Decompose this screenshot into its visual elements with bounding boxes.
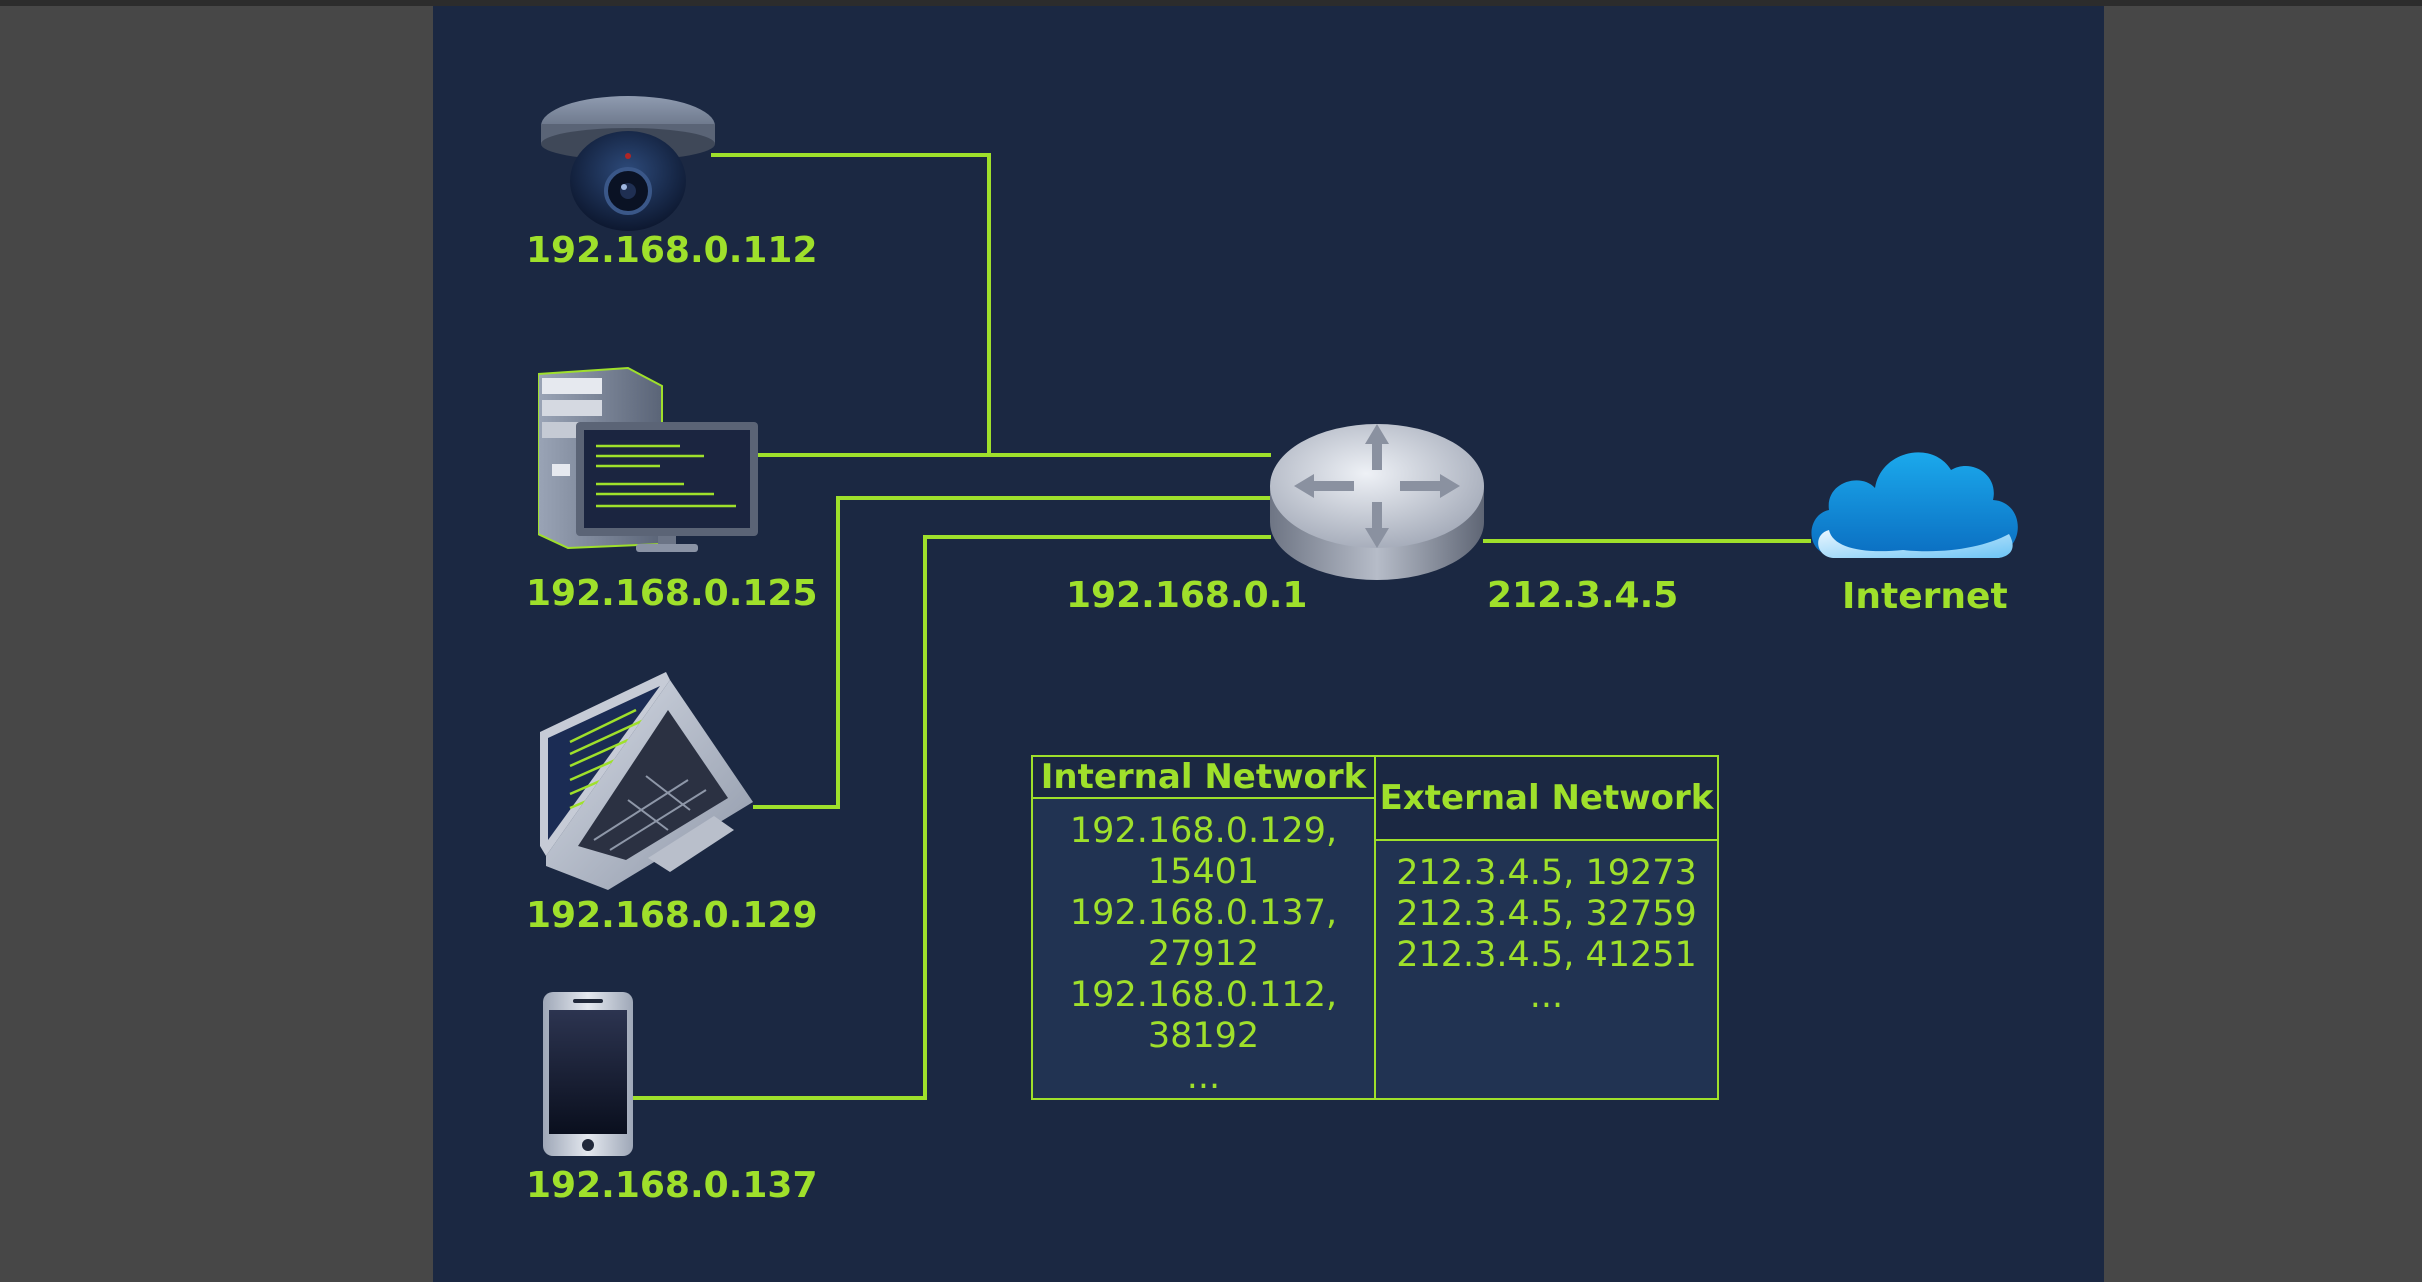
cloud-icon	[1803, 430, 2023, 570]
external-network-cells: 212.3.4.5, 19273 212.3.4.5, 32759 212.3.…	[1376, 841, 1717, 1098]
table-cell: ...	[1529, 976, 1564, 1016]
table-cell: 212.3.4.5, 41251	[1396, 935, 1697, 975]
network-wires	[633, 153, 1811, 1100]
smartphone-icon	[541, 990, 635, 1158]
internet-label: Internet	[1842, 576, 2008, 617]
internal-network-cells: 192.168.0.129, 15401 192.168.0.137, 2791…	[1033, 799, 1374, 1098]
table-cell: 192.168.0.137, 27912	[1069, 893, 1338, 974]
table-cell: 192.168.0.129, 15401	[1069, 811, 1338, 892]
nat-translation-table: Internal Network 192.168.0.129, 15401 19…	[1031, 755, 1719, 1100]
desktop-computer-icon	[538, 364, 758, 554]
phone-ip-label: 192.168.0.137	[526, 1165, 818, 1206]
internal-network-column: Internal Network 192.168.0.129, 15401 19…	[1033, 757, 1374, 1098]
desktop-ip-label: 192.168.0.125	[526, 573, 818, 614]
laptop-ip-label: 192.168.0.129	[526, 895, 818, 936]
network-diagram-slide: 192.168.0.112	[433, 6, 2104, 1282]
table-cell: 212.3.4.5, 19273	[1396, 853, 1697, 893]
external-network-header: External Network	[1376, 757, 1717, 841]
table-cell: 192.168.0.112, 38192	[1069, 975, 1338, 1056]
router-external-ip-label: 212.3.4.5	[1487, 575, 1679, 616]
window-top-bar	[0, 0, 2422, 6]
wire-camera	[711, 153, 991, 455]
wire-laptop	[753, 496, 1271, 809]
external-network-column: External Network 212.3.4.5, 19273 212.3.…	[1374, 757, 1717, 1098]
table-cell: 212.3.4.5, 32759	[1396, 894, 1697, 934]
camera-ip-label: 192.168.0.112	[526, 230, 818, 271]
router-internal-ip-label: 192.168.0.1	[1066, 575, 1308, 616]
router-icon	[1268, 412, 1486, 584]
table-cell: ...	[1186, 1057, 1221, 1097]
internal-network-header: Internal Network	[1033, 757, 1374, 799]
wire-phone	[633, 535, 1271, 1100]
security-camera-icon	[538, 86, 718, 236]
laptop-icon	[538, 670, 753, 890]
